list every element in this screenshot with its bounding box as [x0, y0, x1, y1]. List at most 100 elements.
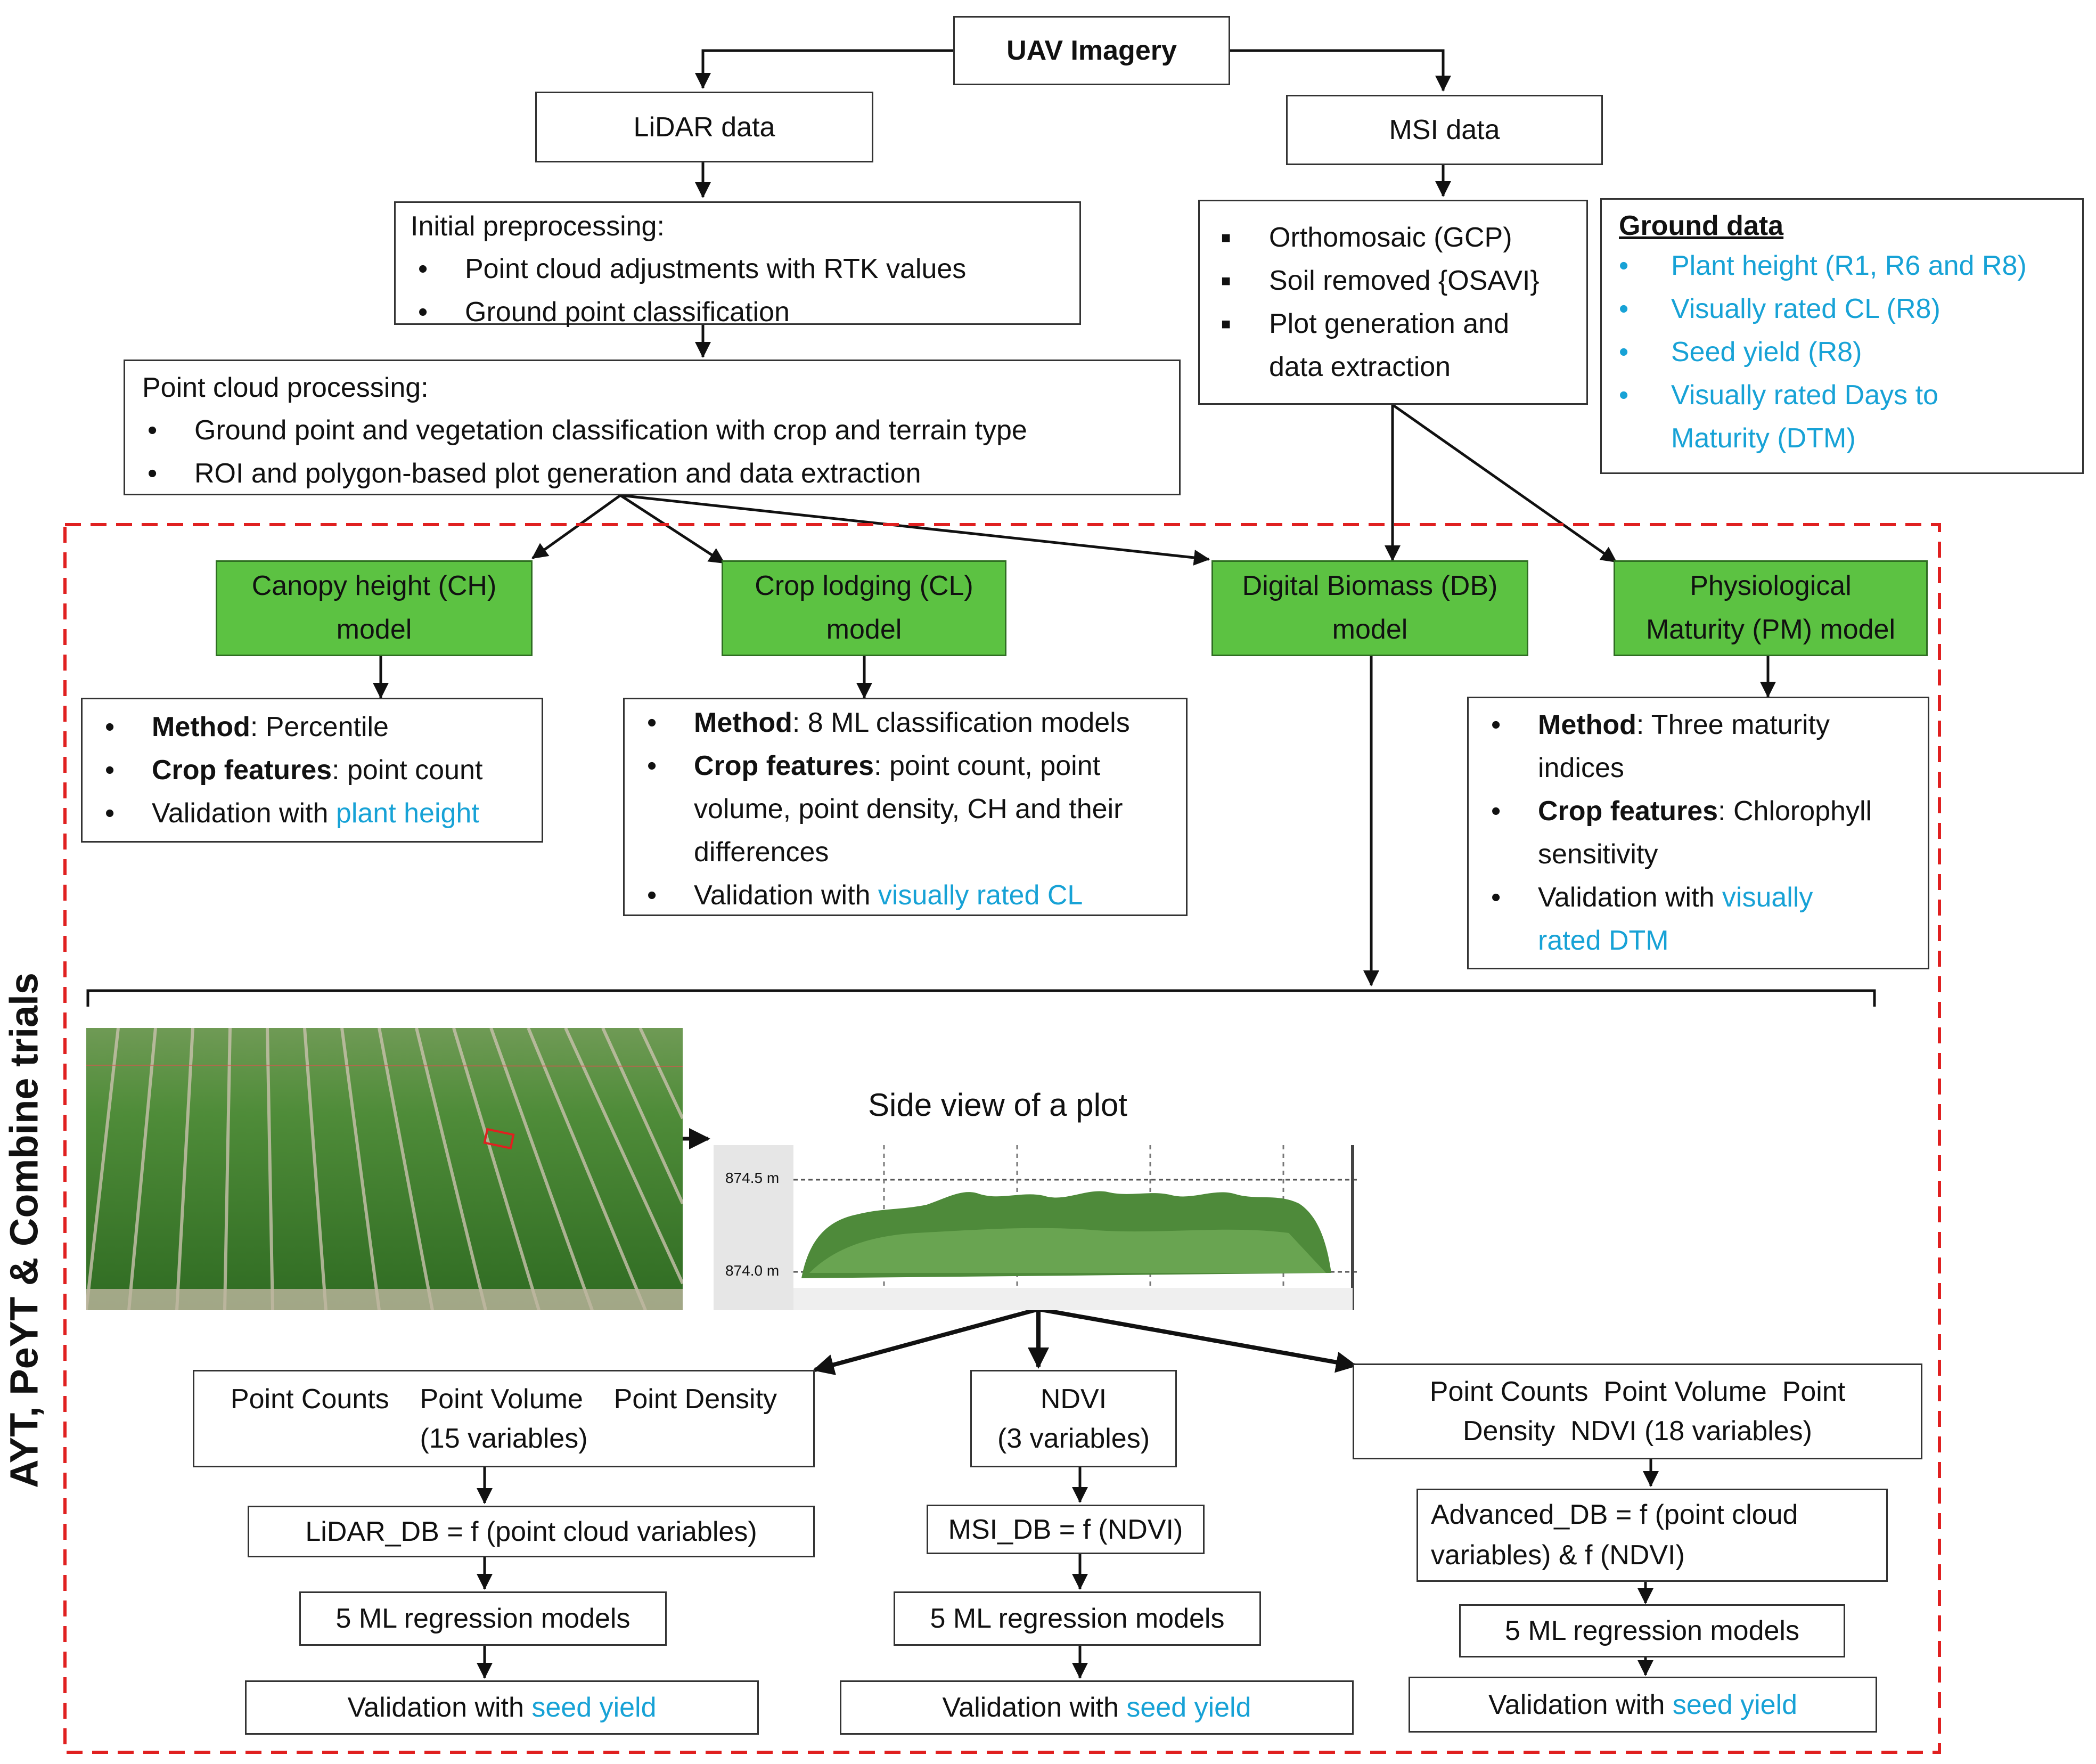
- method-label: Method: [694, 707, 792, 738]
- regression-label: 5 ML regression models: [1505, 1615, 1799, 1646]
- msi-regression-box: 5 ML regression models: [894, 1591, 1261, 1646]
- features-value: : point count, point: [874, 750, 1101, 781]
- list-item: Crop features: Chlorophyll: [1469, 790, 1928, 833]
- features-value: : point count: [332, 755, 483, 786]
- model-label: Canopy height (CH): [251, 570, 497, 601]
- msi-data-label: MSI data: [1389, 115, 1500, 145]
- msi-db-function-box: MSI_DB = f (NDVI): [927, 1505, 1205, 1554]
- crop-lodging-model: Crop lodging (CL) model: [722, 560, 1006, 656]
- list-item-continued: sensitivity: [1538, 839, 1658, 870]
- list-item: Point cloud adjustments with RTK values: [396, 248, 1079, 291]
- list-item: Visually rated Days to: [1602, 374, 2082, 417]
- features-label: Crop features: [694, 750, 874, 781]
- ground-data-box: Ground data Plant height (R1, R6 and R8)…: [1600, 198, 2084, 474]
- arrow-pcp-ch: [531, 494, 621, 560]
- tick-label-top: 874.5 m: [725, 1170, 780, 1186]
- initial-preprocessing-box: Initial preprocessing: Point cloud adjus…: [394, 201, 1081, 334]
- arrow-uav-lidar: [695, 49, 953, 89]
- arrow-msi-pm: [1391, 403, 1617, 564]
- combined-variables-box: Point Counts Point Volume Point Density …: [1353, 1363, 1922, 1459]
- model-label: model: [826, 614, 902, 645]
- tick-label-bottom: 874.0 m: [725, 1262, 780, 1279]
- method-label: Method: [152, 712, 250, 742]
- lidar-data-box: LiDAR data: [535, 92, 873, 162]
- list-item: Method: Percentile: [83, 706, 542, 749]
- selected-plot-marker: [483, 1128, 515, 1150]
- method-value: : 8 ML classification models: [792, 707, 1130, 738]
- canopy-height-detail-list: Method: Percentile Crop features: point …: [83, 706, 542, 835]
- msi-validation-box: Validation with seed yield: [840, 1680, 1354, 1735]
- list-item: Plot generation and: [1200, 303, 1586, 346]
- crop-lodging-detail-list: Method: 8 ML classification models Crop …: [625, 701, 1186, 917]
- lidar-data-label: LiDAR data: [633, 111, 775, 143]
- list-item: Validation with visually rated CL: [625, 874, 1186, 917]
- list-item: Method: Three maturity: [1469, 704, 1928, 747]
- method-label: Method: [1538, 709, 1636, 740]
- crop-lodging-detail-box: Method: 8 ML classification models Crop …: [623, 698, 1188, 917]
- list-item: Validation with visually: [1469, 876, 1928, 919]
- function-label: LiDAR_DB = f (point cloud variables): [305, 1516, 757, 1547]
- ndvi-variables-box: NDVI (3 variables): [970, 1370, 1177, 1467]
- validation-prefix: Validation with: [347, 1692, 532, 1723]
- list-item-continued: Maturity (DTM): [1671, 423, 1856, 454]
- method-value: : Percentile: [250, 712, 389, 742]
- validation-target: visually: [1722, 882, 1813, 913]
- validation-prefix: Validation with: [1538, 882, 1722, 913]
- list-item-continued: indices: [1538, 753, 1624, 783]
- variables-count: (15 variables): [420, 1423, 588, 1454]
- list-item: Seed yield (R8): [1602, 331, 2082, 374]
- initial-preprocessing-list: Point cloud adjustments with RTK values …: [396, 248, 1079, 334]
- function-label: MSI_DB = f (NDVI): [948, 1514, 1183, 1545]
- validation-prefix: Validation with: [942, 1692, 1127, 1723]
- list-item: Visually rated CL (R8): [1602, 288, 2082, 331]
- validation-prefix: Validation with: [152, 798, 336, 829]
- validation-prefix: Validation with: [1488, 1689, 1673, 1720]
- advanced-db-function-box: Advanced_DB = f (point cloud variables) …: [1417, 1489, 1888, 1582]
- variables-count: (3 variables): [997, 1423, 1150, 1454]
- canopy-height-model: Canopy height (CH) model: [216, 560, 533, 656]
- bracket: [86, 989, 1876, 1007]
- list-item: Validation with plant height: [83, 792, 542, 835]
- list-item: Ground point classification: [396, 291, 1079, 334]
- validation-target: plant height: [335, 798, 479, 829]
- point-cloud-processing-list: Ground point and vegetation classificati…: [125, 409, 1179, 495]
- side-view-axis-bg: [714, 1145, 793, 1310]
- list-item: ROI and polygon-based plot generation an…: [125, 452, 1179, 495]
- digital-biomass-model: Digital Biomass (DB) model: [1211, 560, 1528, 656]
- model-label: model: [1332, 614, 1408, 645]
- model-label: Maturity (PM) model: [1645, 614, 1896, 645]
- regression-label: 5 ML regression models: [930, 1603, 1225, 1634]
- validation-target: seed yield: [1672, 1689, 1798, 1720]
- validation-prefix: Validation with: [694, 880, 878, 911]
- list-item-continued: differences: [694, 837, 829, 868]
- list-item: Plant height (R1, R6 and R8): [1602, 244, 2082, 288]
- lidar-variables-box: Point Counts Point Volume Point Density …: [193, 1370, 815, 1467]
- point-cloud-processing-box: Point cloud processing: Ground point and…: [124, 360, 1181, 495]
- arrow-sv-right: [1038, 1307, 1357, 1373]
- features-value: : Chlorophyll: [1718, 796, 1872, 827]
- list-item: Soil removed {OSAVI}: [1200, 259, 1586, 303]
- validation-target: visually rated CL: [878, 880, 1083, 911]
- list-item-continued: rated DTM: [1469, 919, 1928, 962]
- model-label: Crop lodging (CL): [755, 570, 973, 601]
- initial-preprocessing-title: Initial preprocessing:: [411, 211, 665, 242]
- function-label: variables) & f (NDVI): [1431, 1540, 1685, 1571]
- model-label: model: [336, 614, 412, 645]
- side-view-point-cloud: [793, 1145, 1358, 1310]
- list-item-continued: volume, point density, CH and their: [694, 794, 1123, 824]
- field-aerial-image: [86, 1028, 683, 1310]
- advanced-regression-box: 5 ML regression models: [1459, 1604, 1845, 1657]
- list-item: Method: 8 ML classification models: [625, 701, 1186, 745]
- lidar-db-function-box: LiDAR_DB = f (point cloud variables): [248, 1506, 815, 1557]
- msi-steps-list: Orthomosaic (GCP) Soil removed {OSAVI} P…: [1200, 216, 1586, 389]
- method-value: : Three maturity: [1636, 709, 1830, 740]
- list-item: Ground point and vegetation classificati…: [125, 409, 1179, 452]
- validation-target: rated DTM: [1538, 925, 1669, 956]
- validation-target: seed yield: [531, 1692, 657, 1723]
- list-item-continued: data extraction: [1269, 352, 1451, 382]
- advanced-validation-box: Validation with seed yield: [1409, 1677, 1877, 1733]
- variables-line: Density NDVI (18 variables): [1463, 1416, 1812, 1447]
- maturity-detail-box: Method: Three maturity indices Crop feat…: [1467, 697, 1929, 969]
- arrow-uav-msi: [1225, 49, 1451, 92]
- ground-data-title: Ground data: [1619, 210, 1784, 241]
